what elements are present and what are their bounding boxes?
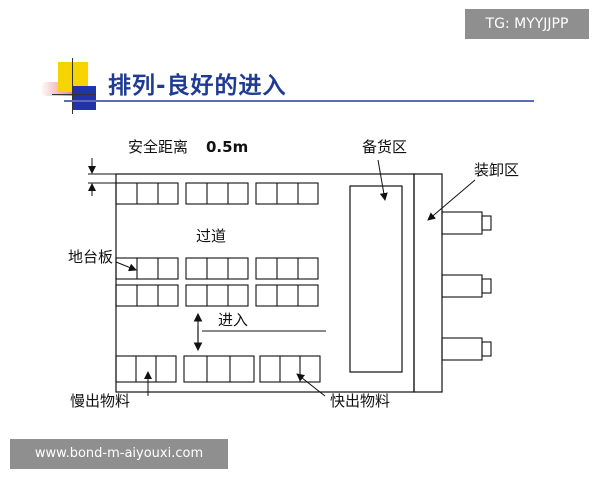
storage-area-box <box>349 185 403 373</box>
watermark-bottom-badge: www.bond-m-aiyouxi.com <box>10 439 228 469</box>
loading-dock <box>413 173 443 393</box>
pallet-group <box>185 257 249 280</box>
pallet-group <box>115 355 177 383</box>
truck-3 <box>441 337 492 361</box>
pallet-group <box>185 284 249 307</box>
pallet-label-pointer <box>115 261 137 272</box>
pallet-group <box>255 284 319 307</box>
storage-area-pointer <box>377 159 388 201</box>
ornament-blue-square <box>72 86 96 110</box>
fast-moving-pointer <box>296 373 326 397</box>
truck-2 <box>441 274 492 298</box>
loading-area-pointer <box>427 179 476 221</box>
title-underline <box>64 100 534 102</box>
fast-moving-label: 快出物料 <box>330 392 390 410</box>
pallet-group <box>115 284 179 307</box>
pallet-group <box>115 257 179 280</box>
pallet-group <box>183 355 255 383</box>
slow-moving-label: 慢出物料 <box>70 392 130 410</box>
aisle-label: 过道 <box>196 227 226 245</box>
ornament-horizontal-line <box>52 94 96 95</box>
slide-title: 排列-良好的进入 <box>108 73 287 99</box>
pallet-row-4 <box>115 355 321 383</box>
safety-distance-value: 0.5m <box>206 138 248 156</box>
watermark-top-badge: TG: MYYJJPP <box>465 9 589 39</box>
safety-distance-label: 安全距离 <box>128 138 188 156</box>
pallet-row-3 <box>115 284 319 307</box>
title-ornament <box>40 58 108 114</box>
pallet-group <box>259 355 321 383</box>
pallet-label: 地台板 <box>68 248 113 266</box>
pallet-group <box>115 182 179 205</box>
ornament-vertical-line <box>72 58 73 114</box>
pallet-group <box>185 182 249 205</box>
loading-area-label: 装卸区 <box>474 161 519 179</box>
pallet-row-2 <box>115 257 319 280</box>
pallet-row-1 <box>115 182 319 205</box>
pallet-group <box>255 182 319 205</box>
truck-1 <box>441 211 492 235</box>
pallet-group <box>255 257 319 280</box>
warehouse-outline <box>115 173 415 393</box>
storage-area-label: 备货区 <box>362 138 407 156</box>
entry-label: 进入 <box>218 311 248 329</box>
